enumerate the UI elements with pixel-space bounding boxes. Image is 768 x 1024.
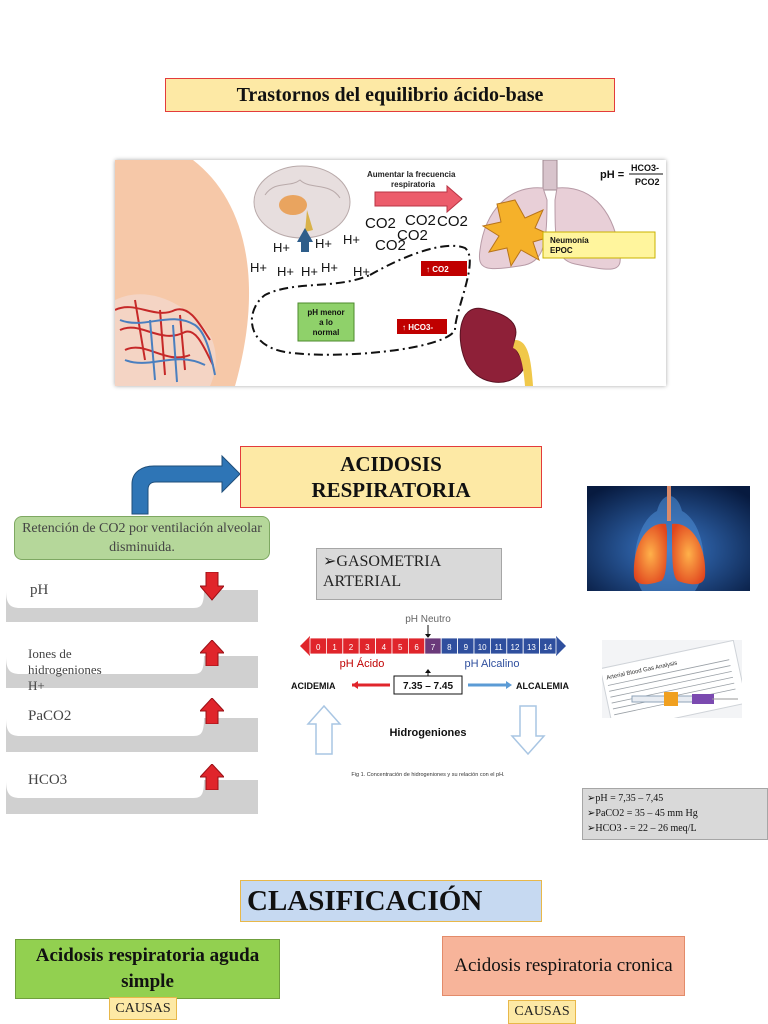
normal-range-label: 7.35 – 7.45 xyxy=(403,681,453,692)
aumentar-arrow xyxy=(374,184,463,214)
blood-gas-photo: Arterial Blood Gas Analysis xyxy=(602,640,742,718)
brain-icon xyxy=(253,165,351,252)
gasometria-box: ➢GASOMETRIA ARTERIAL xyxy=(316,548,502,600)
co2-label: CO2 xyxy=(405,212,436,229)
formula-denominator: PCO2 xyxy=(635,177,660,187)
page-title: Trastornos del equilibrio ácido-base xyxy=(165,78,615,112)
co2-label: CO2 xyxy=(365,215,396,232)
ph-cell xyxy=(539,637,557,655)
ph-cell-number: 8 xyxy=(447,643,452,652)
ph-menor-text: a lo xyxy=(319,318,333,327)
h-ion-label: H+ xyxy=(301,264,318,279)
arrow-up-icon xyxy=(200,640,224,666)
param-label-ph: pH xyxy=(30,582,49,598)
reference-value-item: ➢PaCO2 = 35 – 45 mm Hg xyxy=(587,808,698,819)
causas-label-aguda: CAUSAS xyxy=(109,997,177,1020)
h-ion-label: H+ xyxy=(343,232,360,247)
ph-cell-number: 12 xyxy=(511,643,520,652)
hollow-up-arrow-icon xyxy=(306,704,342,755)
ph-cell-number: 4 xyxy=(382,643,387,652)
dashed-loop xyxy=(251,244,471,356)
ph-cell-number: 6 xyxy=(414,643,419,652)
syringe-icon xyxy=(631,692,738,706)
lung-cause-item: EPOC xyxy=(550,246,573,255)
aumentar-text-1: Aumentar la frecuencia xyxy=(367,170,456,179)
ph-cell-number: 5 xyxy=(398,643,403,652)
causas-label-cronica: CAUSAS xyxy=(508,1000,576,1024)
human-lungs-image xyxy=(587,486,750,591)
ph-scale-left-arrowhead xyxy=(300,636,310,656)
arrow-up-icon xyxy=(200,698,224,724)
arrow-down-icon xyxy=(200,572,224,601)
reference-value-item: ➢pH = 7,35 – 7,45 xyxy=(587,793,664,804)
ph-cell-number: 13 xyxy=(527,643,536,652)
co2-label: CO2 xyxy=(397,227,428,244)
alcalemia-label: ALCALEMIA xyxy=(516,681,569,691)
ph-cell-number: 10 xyxy=(478,643,487,652)
acidosis-aguda-box: Acidosis respiratoria aguda simple xyxy=(15,939,280,999)
ph-scale-right-arrowhead xyxy=(556,636,566,656)
reference-value-item: ➢HCO3 - = 22 – 26 meq/L xyxy=(587,823,697,834)
acid-base-figure: Aumentar la frecuencia respiratoria CO2 … xyxy=(115,160,666,386)
ph-cell-number: 2 xyxy=(349,643,354,652)
infection-burst-icon xyxy=(481,199,555,268)
h-ion-label: H+ xyxy=(321,260,338,275)
param-label-paco2: PaCO2 xyxy=(28,708,72,724)
param-label-hco3: HCO3 xyxy=(28,772,68,788)
badge-co2: ↑ CO2 xyxy=(426,265,449,274)
reference-values-box: ➢pH = 7,35 – 7,45 ➢PaCO2 = 35 – 45 mm Hg… xyxy=(582,788,768,840)
ph-cell-number: 3 xyxy=(365,643,370,652)
acidosis-cronica-box: Acidosis respiratoria cronica xyxy=(442,936,685,996)
ph-cell-number: 1 xyxy=(332,643,337,652)
acidosis-title-line: RESPIRATORIA xyxy=(311,478,471,502)
h-ion-label: H+ xyxy=(250,260,267,275)
ph-neutro-label: pH Neutro xyxy=(405,614,451,625)
badge-hco3: ↑ HCO3- xyxy=(402,323,433,332)
lung-cause-item: Neumonía xyxy=(550,236,589,245)
retention-cause-box: Retención de CO2 por ventilación alveola… xyxy=(14,516,270,560)
ph-cell-number: 9 xyxy=(464,643,469,652)
acidosis-title-line: ACIDOSIS xyxy=(340,452,442,476)
co2-label: CO2 xyxy=(437,213,468,230)
parameter-row-shapes xyxy=(6,590,258,814)
ph-alcalino-label: pH Alcalino xyxy=(464,658,519,670)
clasificacion-heading: CLASIFICACIÓN xyxy=(240,880,542,922)
hollow-down-arrow-icon xyxy=(510,705,546,756)
left-lung-shape xyxy=(633,523,667,585)
formula-numerator: HCO3- xyxy=(631,163,659,173)
formula-lhs: pH = xyxy=(600,169,624,181)
h-ion-label: H+ xyxy=(277,264,294,279)
h-ion-label: H+ xyxy=(273,240,290,255)
acidemia-label: ACIDEMIA xyxy=(291,681,336,691)
capillaries-icon xyxy=(115,299,216,383)
ph-cell-number: 7 xyxy=(431,643,436,652)
h-ion-label: H+ xyxy=(315,236,332,251)
right-lung-shape xyxy=(672,523,706,585)
arrow-up-icon xyxy=(200,764,224,790)
h-ion-label: H+ xyxy=(353,264,370,279)
aumentar-text-2: respiratoria xyxy=(391,180,436,189)
ph-acido-label: pH Ácido xyxy=(340,657,385,670)
ph-menor-text: pH menor xyxy=(307,308,344,317)
hidrogeniones-label: Hidrogeniones xyxy=(389,727,466,739)
ph-cell-number: 0 xyxy=(316,643,321,652)
ph-menor-text: normal xyxy=(313,328,340,337)
ph-cell-number: 11 xyxy=(494,643,503,652)
ph-cell-number: 14 xyxy=(543,643,552,652)
figure-caption: Fig 1. Concentración de hidrogeniones y … xyxy=(351,772,505,778)
kidney-icon xyxy=(459,307,533,386)
co2-label: CO2 xyxy=(375,237,406,254)
curved-arrow-icon xyxy=(131,454,241,515)
param-label-hidrogeniones: Iones de hidrogeniones H+ xyxy=(28,646,102,693)
